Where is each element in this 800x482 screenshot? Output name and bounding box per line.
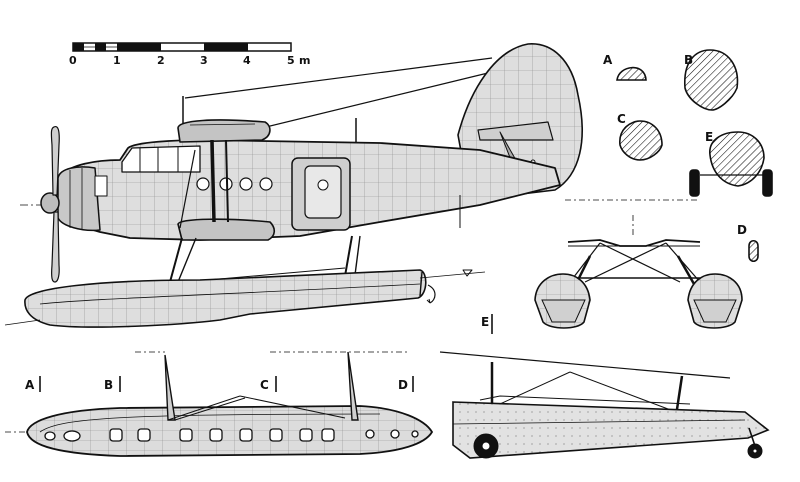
lower-wing: [177, 218, 276, 241]
scale-tick-3: 3: [200, 54, 208, 67]
section-label-c: C: [617, 112, 626, 126]
scale-tick-1: 1: [113, 54, 121, 67]
scale-bar: [72, 42, 292, 52]
cut-label-e: E: [481, 315, 490, 329]
section-label-b: B: [684, 53, 694, 67]
cut-label-a: A: [25, 378, 35, 392]
section-d-shape: [748, 239, 759, 263]
scale-unit: m: [299, 54, 311, 67]
float-hatch-covers: [44, 428, 419, 442]
cabin-windows: [196, 177, 273, 191]
scale-tick-0: 0: [69, 54, 77, 67]
section-label-e: E: [705, 130, 714, 144]
cut-label-d: D: [398, 378, 408, 392]
engine-cowling: [57, 166, 101, 232]
section-label-d: D: [737, 223, 747, 237]
section-e-shape: [689, 131, 773, 197]
scale-tick-2: 2: [157, 54, 165, 67]
upper-wing: [177, 119, 271, 143]
scale-tick-4: 4: [243, 54, 251, 67]
float-top-view: [5, 351, 434, 457]
float: [24, 269, 427, 328]
cut-label-b: B: [104, 378, 114, 392]
cockpit-windows: [121, 145, 201, 173]
spinner: [40, 192, 60, 214]
cut-label-c: C: [260, 378, 269, 392]
side-view: [4, 43, 583, 328]
front-view: [534, 199, 743, 329]
float-amphibian-view: [439, 351, 770, 459]
scale-tick-5: 5: [287, 54, 295, 67]
section-c-shape: [619, 120, 663, 161]
section-label-a: A: [603, 53, 613, 67]
section-b-shape: [684, 49, 739, 111]
section-a-shape: [616, 66, 647, 81]
section-cut-marks: [39, 314, 493, 392]
cross-sections: [616, 49, 773, 263]
tailplane: [477, 121, 554, 141]
propeller: [50, 125, 60, 196]
